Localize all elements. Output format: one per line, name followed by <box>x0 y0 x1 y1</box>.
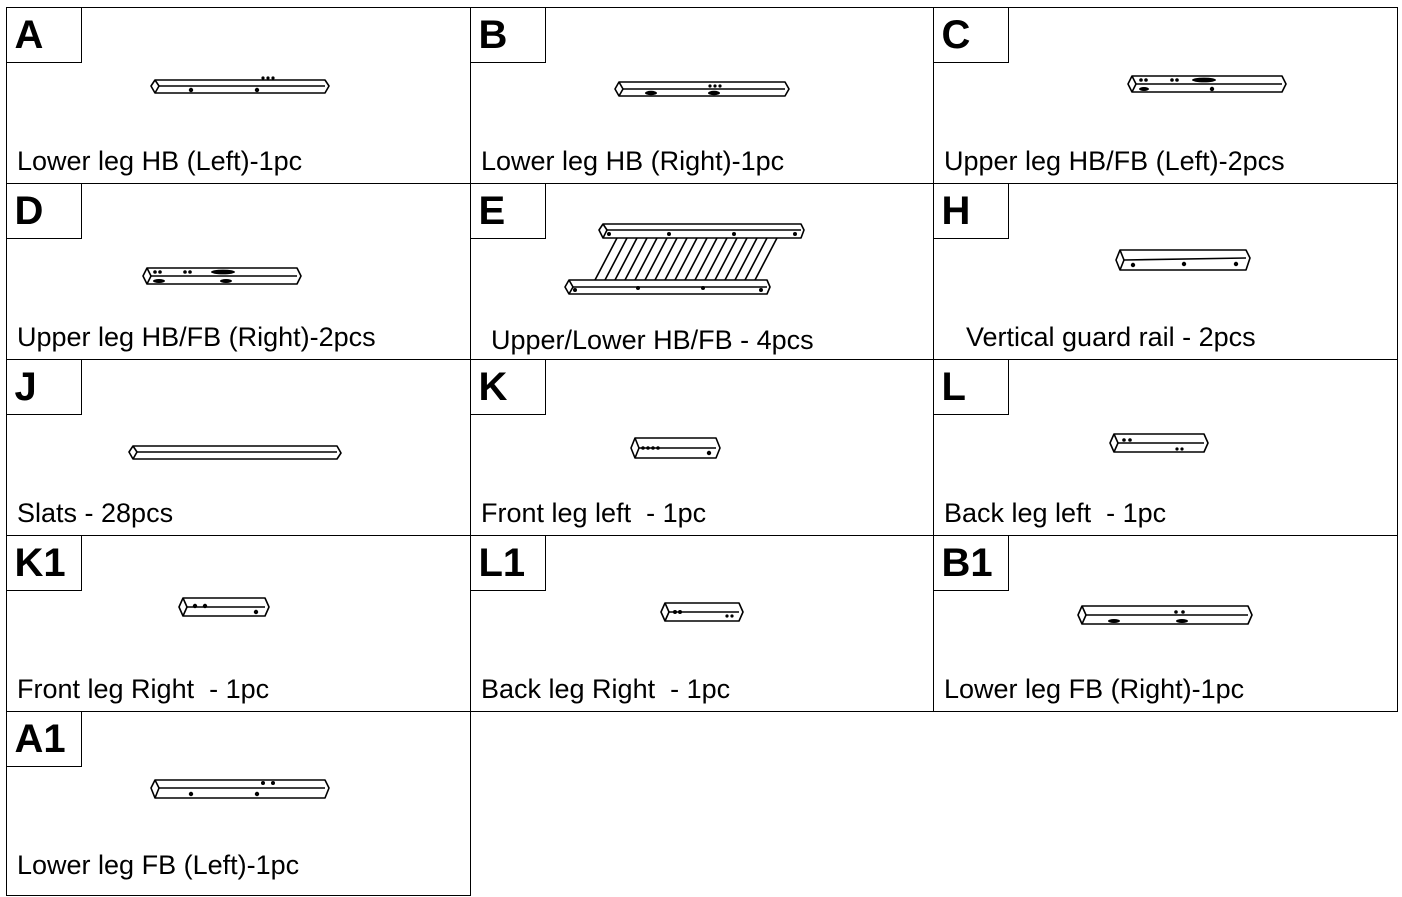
upper-leg-hb-fb-right-drawing <box>142 267 302 285</box>
vertical-guard-rail-drawing <box>1115 249 1251 271</box>
front-leg-right-drawing <box>178 597 270 617</box>
part-label: Lower leg FB (Left)-1pc <box>17 850 300 880</box>
part-label: Lower leg FB (Right)-1pc <box>944 674 1245 704</box>
lower-leg-fb-left-drawing <box>150 779 330 799</box>
back-leg-left-drawing <box>1109 433 1209 453</box>
part-cell-l1: L1 Back leg Right - 1pc <box>469 534 935 712</box>
upper-leg-hb-fb-left-drawing <box>1127 75 1287 93</box>
part-label: Lower leg HB (Right)-1pc <box>481 146 785 176</box>
part-letter: J <box>5 358 82 415</box>
part-cell-b1: B1 Lower leg FB (Right)-1pc <box>932 534 1398 712</box>
part-cell-e: E Upper/Lower HB/FB - 4pcs <box>469 182 935 360</box>
part-letter: H <box>932 182 1009 239</box>
part-letter: B1 <box>932 534 1009 591</box>
part-label: Slats - 28pcs <box>17 498 174 528</box>
part-letter: C <box>932 6 1009 63</box>
part-letter: K1 <box>5 534 82 591</box>
part-label: Back leg left - 1pc <box>944 498 1167 528</box>
part-cell-c: C Upper leg HB/FB (Left)-2pcs <box>932 6 1398 184</box>
part-cell-a1: A1 Lower leg FB (Left)-1pc <box>5 710 471 896</box>
part-letter: E <box>469 182 546 239</box>
part-cell-h: H Vertical guard rail - 2pcs <box>932 182 1398 360</box>
part-cell-k: K Front leg left - 1pc <box>469 358 935 536</box>
part-letter: D <box>5 182 82 239</box>
part-cell-d: D Upper leg HB/FB (Right)-2pcs <box>5 182 471 360</box>
part-letter: L1 <box>469 534 546 591</box>
part-label: Upper leg HB/FB (Right)-2pcs <box>17 322 376 352</box>
part-label: Upper/Lower HB/FB - 4pcs <box>491 325 814 355</box>
part-letter: A <box>5 6 82 63</box>
part-label: Back leg Right - 1pc <box>481 674 731 704</box>
slat-drawing <box>128 445 342 460</box>
part-label: Lower leg HB (Left)-1pc <box>17 146 303 176</box>
part-letter: B <box>469 6 546 63</box>
lower-leg-fb-right-drawing <box>1077 605 1253 625</box>
part-cell-l: L Back leg left - 1pc <box>932 358 1398 536</box>
part-label: Vertical guard rail - 2pcs <box>966 322 1256 352</box>
upper-lower-hb-fb-drawing <box>564 223 805 295</box>
back-leg-right-drawing <box>660 602 744 622</box>
part-cell-a: A Lower leg HB (Left)-1pc <box>5 6 471 184</box>
lower-leg-hb-right-drawing <box>614 81 790 97</box>
part-cell-b: B Lower leg HB (Right)-1pc <box>469 6 935 184</box>
part-letter: A1 <box>5 710 82 767</box>
part-label: Front leg left - 1pc <box>481 498 707 528</box>
part-cell-j: J Slats - 28pcs <box>5 358 471 536</box>
part-label: Upper leg HB/FB (Left)-2pcs <box>944 146 1285 176</box>
part-cell-k1: K1 Front leg Right - 1pc <box>5 534 471 712</box>
part-letter: K <box>469 358 546 415</box>
front-leg-left-drawing <box>630 437 721 459</box>
part-letter: L <box>932 358 1009 415</box>
lower-leg-hb-left-drawing <box>150 76 330 94</box>
part-label: Front leg Right - 1pc <box>17 674 270 704</box>
